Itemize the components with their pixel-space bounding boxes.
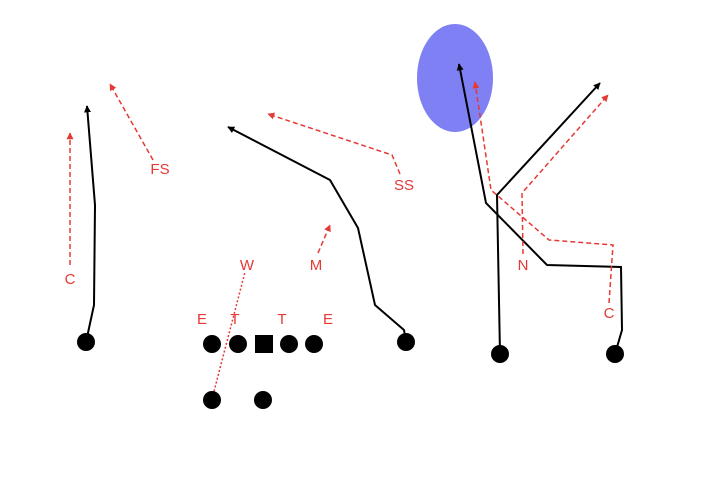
label-free-safety: FS xyxy=(150,161,169,178)
route-right-receiver-post xyxy=(227,126,407,343)
route-slot-left-seam xyxy=(495,82,601,355)
blitz-will xyxy=(211,271,246,400)
player-center xyxy=(255,335,273,353)
player-slot-right xyxy=(606,345,624,363)
label-end-left: E xyxy=(197,311,207,328)
label-tackle-left: T xyxy=(230,311,239,328)
offense-routes xyxy=(84,63,624,355)
label-nickel: N xyxy=(518,257,529,274)
player-wide-receiver-right xyxy=(397,333,415,351)
defense-drops xyxy=(66,81,614,400)
player-slot-left xyxy=(491,345,509,363)
defense-labels: C FS SS W M N C E T T E xyxy=(65,161,615,328)
target-zone xyxy=(417,24,493,132)
label-corner-right: C xyxy=(604,305,615,322)
player-running-back xyxy=(203,391,221,409)
route-left-receiver xyxy=(84,105,97,343)
offense-players xyxy=(77,333,624,409)
label-strong-safety: SS xyxy=(394,177,414,194)
player-right-tackle xyxy=(305,335,323,353)
player-wide-receiver-left xyxy=(77,333,95,351)
drop-corner-right xyxy=(472,81,614,304)
drop-strong-safety xyxy=(267,112,401,175)
label-mike: M xyxy=(310,257,323,274)
label-end-right: E xyxy=(323,311,333,328)
drop-nickel xyxy=(521,94,609,255)
player-left-guard xyxy=(229,335,247,353)
player-left-tackle xyxy=(203,335,221,353)
label-will: W xyxy=(240,257,255,274)
route-slot-right-corner xyxy=(456,63,624,355)
drop-free-safety xyxy=(109,83,154,161)
player-quarterback xyxy=(254,391,272,409)
player-right-guard xyxy=(280,335,298,353)
label-corner-left: C xyxy=(65,271,76,288)
drop-mike xyxy=(317,224,331,254)
label-tackle-right: T xyxy=(277,311,286,328)
